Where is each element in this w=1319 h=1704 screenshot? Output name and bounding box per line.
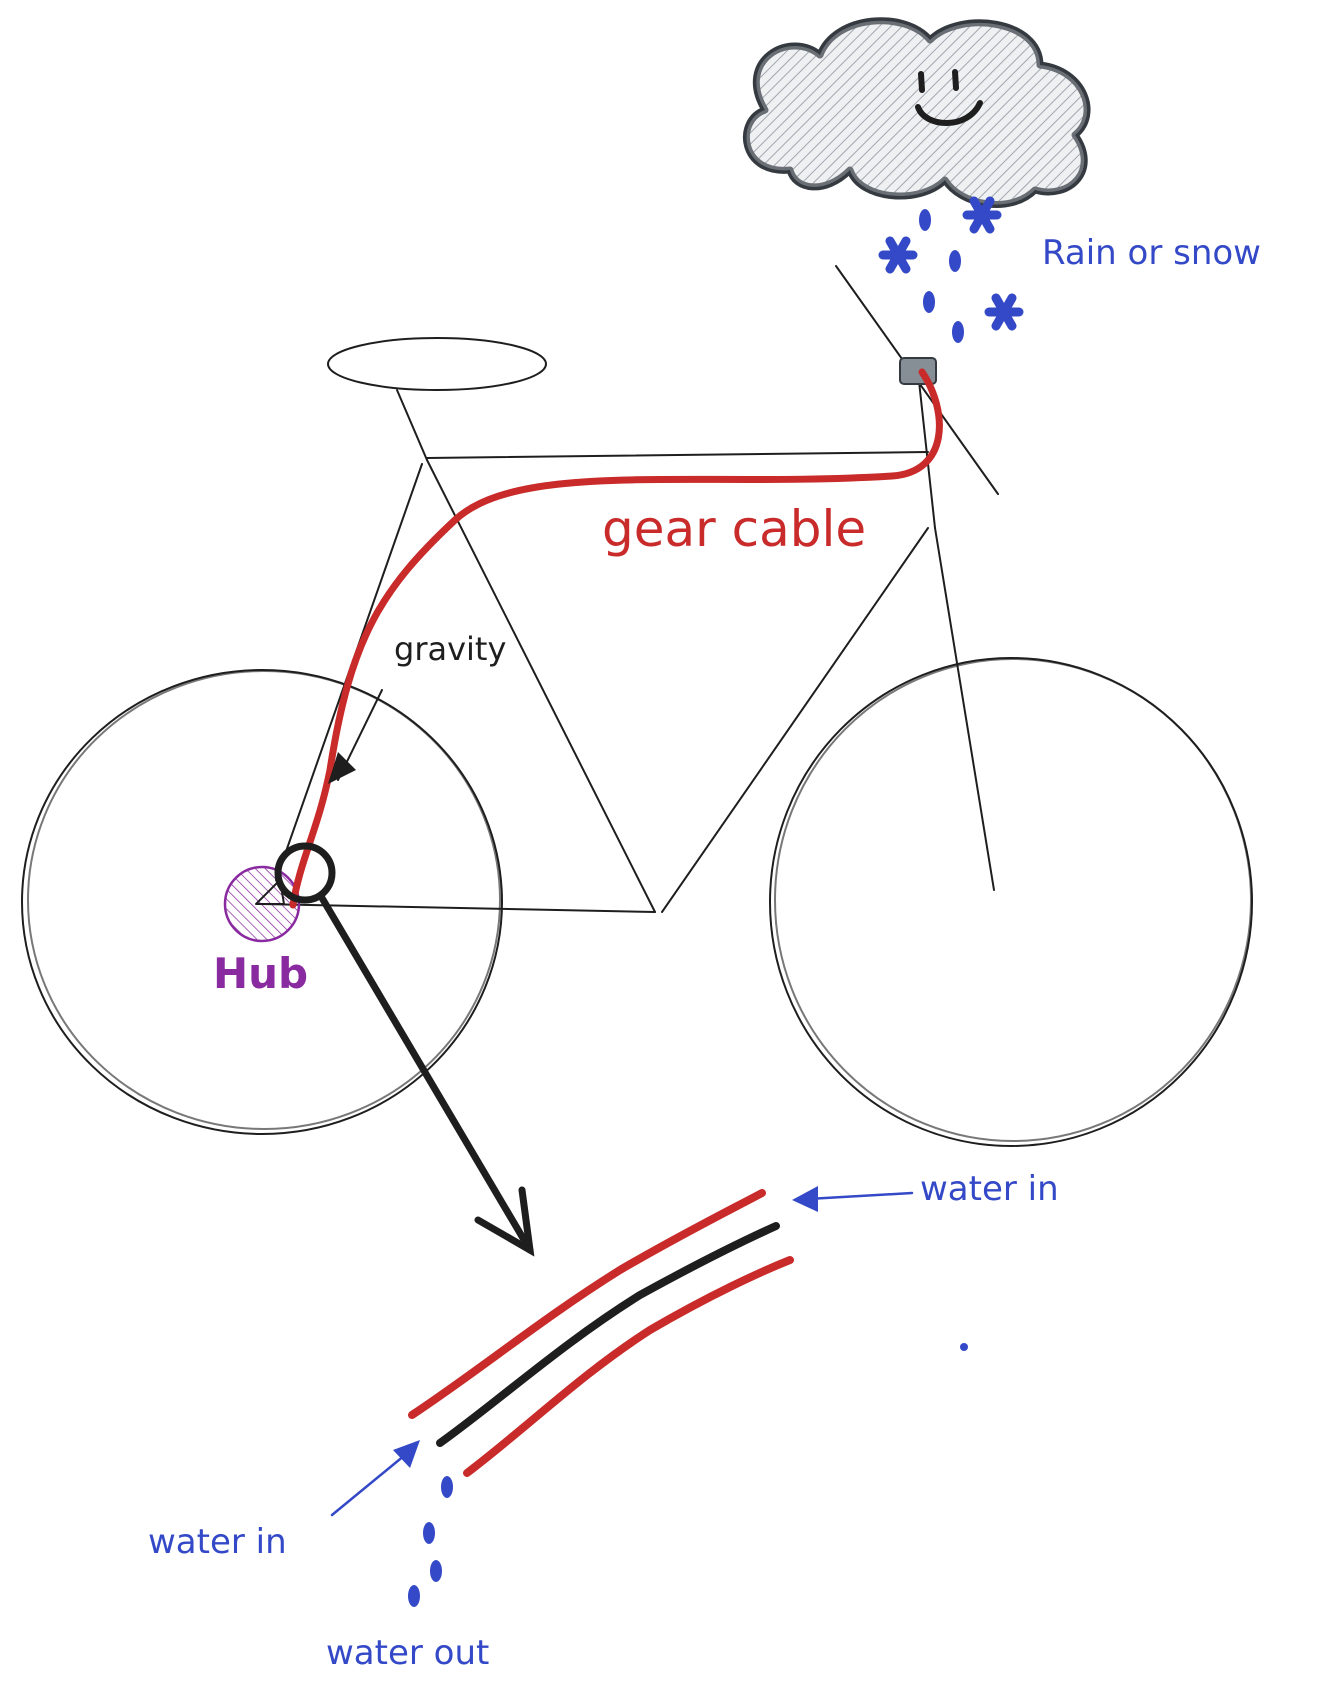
snowflake-icon [984, 293, 1024, 331]
front-wheel-sketch [774, 658, 1252, 1142]
rear-wheel-sketch [27, 670, 501, 1130]
front-fork-lower [661, 527, 929, 913]
gear-cable [289, 368, 943, 909]
bicycle-saddle [327, 337, 547, 391]
gear-cable-label: gear cable [602, 500, 866, 558]
water-in-arrow-left [330, 1440, 420, 1517]
gravity-arrow [328, 689, 383, 784]
water-in-label-top: water in [920, 1169, 1059, 1209]
water-out-label: water out [326, 1633, 489, 1673]
hub [223, 865, 301, 943]
snowflake-icon [878, 236, 918, 274]
raindrop-icon [952, 321, 964, 343]
precipitation [878, 196, 1024, 343]
fork-to-front-hub [934, 527, 995, 891]
hub-label: Hub [213, 949, 308, 998]
water-drips [408, 1476, 453, 1607]
bicycle [21, 265, 1253, 1147]
cloud-smile [915, 100, 983, 126]
rain-or-snow-label: Rain or snow [1042, 233, 1261, 273]
front-wheel [769, 657, 1253, 1147]
water-in-arrow-top [792, 1186, 914, 1212]
top-tube [426, 451, 929, 459]
raindrop-icon [919, 209, 931, 231]
seat-post [396, 389, 428, 461]
zoom-marker-circle [274, 842, 336, 904]
inner-cable [436, 1222, 780, 1447]
arrowhead-icon [328, 752, 356, 784]
chain-stay [261, 903, 656, 913]
gravity-label: gravity [394, 630, 506, 668]
down-tube [426, 459, 656, 913]
cloud-eye-right [952, 69, 959, 91]
snowflake-icon [962, 196, 1002, 234]
cable-housing-lower [463, 1256, 794, 1477]
cable-housing-upper [408, 1189, 766, 1419]
water-in-label-left: water in [148, 1522, 287, 1562]
raindrop-icon [923, 291, 935, 313]
arrowhead-icon [474, 1186, 535, 1257]
arrowhead-icon [792, 1186, 818, 1212]
raindrop-icon [441, 1476, 453, 1498]
raindrop-icon [423, 1522, 435, 1544]
head-tube [917, 371, 936, 529]
raindrop-icon [949, 250, 961, 272]
rear-wheel [21, 669, 503, 1135]
raindrop-icon [408, 1585, 420, 1607]
smiling-cloud-icon [742, 17, 1091, 208]
zoom-arrow [318, 894, 535, 1257]
arrowhead-icon [393, 1440, 420, 1468]
raindrop-icon [430, 1560, 442, 1582]
cable-cross-section [408, 1189, 794, 1477]
stray-dot [960, 1343, 968, 1351]
cloud-eye-left [918, 71, 925, 93]
